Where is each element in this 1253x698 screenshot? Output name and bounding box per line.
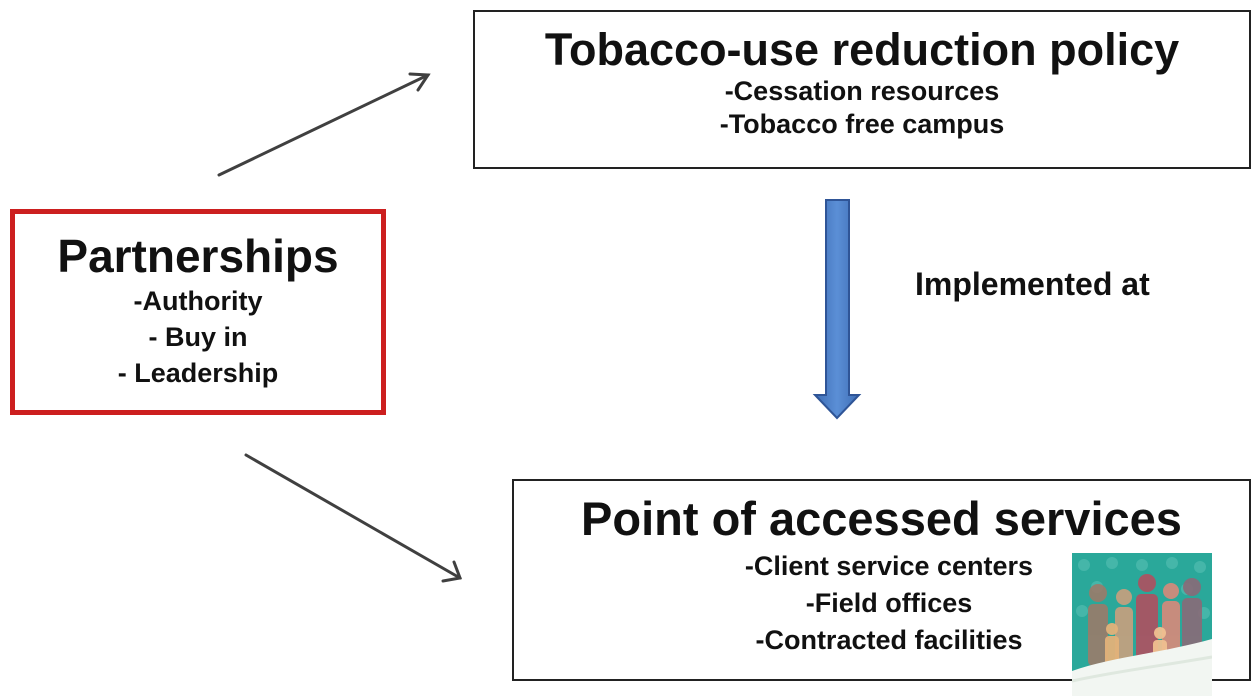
- arrow-to-policy: [217, 72, 431, 177]
- person-figure: [1136, 574, 1158, 666]
- implemented-at-label: Implemented at: [915, 266, 1150, 302]
- services-items: -Client service centers -Field offices -…: [659, 553, 1119, 664]
- partnerships-title: Partnerships: [57, 230, 339, 282]
- person-figure: [1088, 584, 1108, 666]
- partnerships-item: - Buy in: [148, 322, 248, 352]
- policy-box: Tobacco-use reduction policy -Cessation …: [473, 10, 1251, 169]
- person-figure: [1115, 589, 1133, 665]
- arrow-to-services: [244, 453, 463, 583]
- services-title: Point of accessed services: [581, 492, 1182, 545]
- partnerships-item: - Leadership: [117, 358, 279, 388]
- policy-title: Tobacco-use reduction policy: [544, 24, 1180, 75]
- services-item: -Client service centers: [744, 551, 1034, 581]
- services-item: -Contracted facilities: [755, 625, 1023, 655]
- implemented-at-arrow: [812, 199, 862, 420]
- people-group-icon: [1072, 553, 1212, 696]
- services-item: -Field offices: [805, 588, 973, 618]
- policy-item: -Cessation resources: [724, 76, 1000, 106]
- policy-item: -Tobacco free campus: [719, 109, 1005, 139]
- partnerships-item: -Authority: [133, 286, 263, 316]
- partnerships-box: Partnerships -Authority - Buy in - Leade…: [10, 209, 386, 415]
